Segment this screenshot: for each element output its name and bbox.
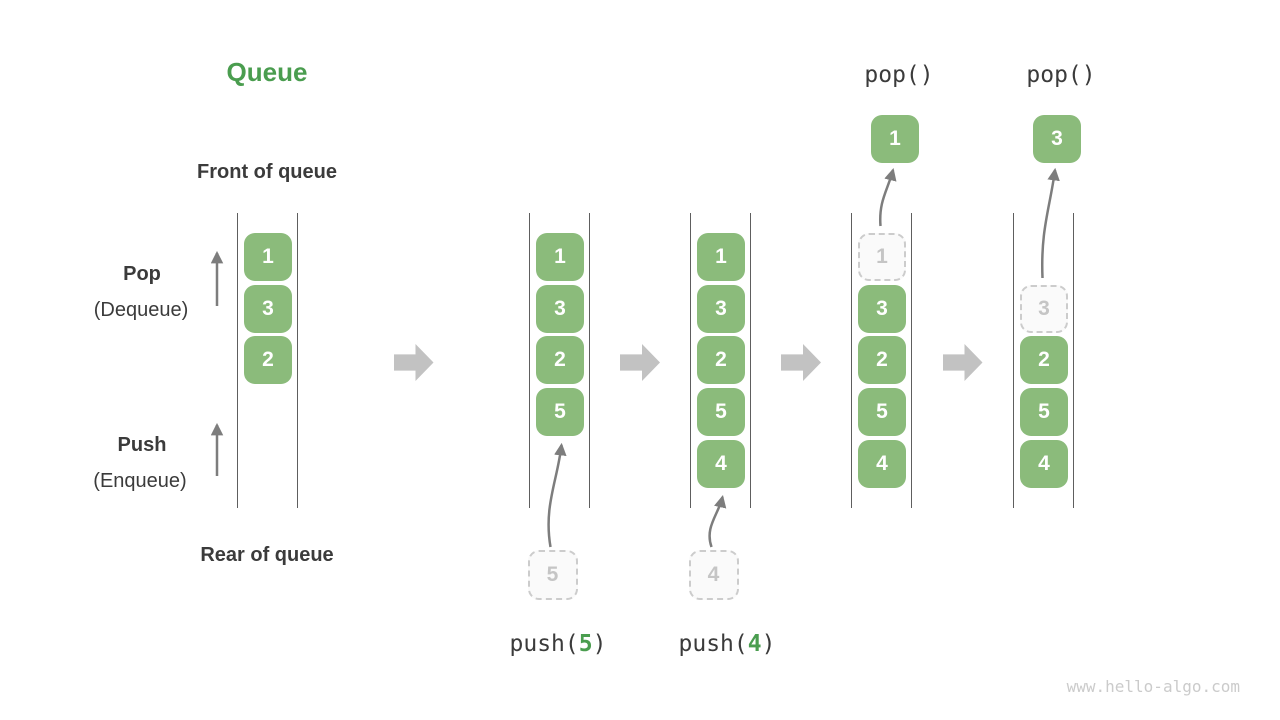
queue-item-1: 1	[536, 233, 584, 281]
push-call-text: push(	[509, 631, 579, 657]
dequeue-label: (Dequeue)	[93, 299, 189, 321]
transition-arrow-icon	[781, 344, 821, 381]
transition-arrow-icon	[942, 344, 983, 381]
queue-item-2: 2	[858, 336, 906, 384]
queue-column-initial	[237, 213, 298, 508]
push-label: Push	[117, 434, 167, 456]
transition-arrow-icon	[393, 344, 434, 381]
queue-item-1: 1	[244, 233, 292, 281]
queue-item-5: 5	[1020, 388, 1068, 436]
queue-item-3: 3	[858, 285, 906, 333]
queue-column-pop-3	[1013, 213, 1074, 508]
pop-operation-label: pop()	[864, 62, 934, 88]
pop-operation-label: pop()	[1026, 62, 1096, 88]
queue-column-after-push-5	[529, 213, 590, 508]
queue-column-after-push-4	[690, 213, 751, 508]
popped-item-1: 1	[871, 115, 919, 163]
queue-item-3: 3	[536, 285, 584, 333]
push-argument: 5	[578, 631, 593, 657]
incoming-item-ghost-4: 4	[688, 550, 739, 600]
push-argument: 4	[747, 631, 762, 657]
pop-label: Pop	[123, 263, 161, 285]
queue-item-2: 2	[244, 336, 292, 384]
queue-item-5: 5	[697, 388, 745, 436]
enqueue-label: (Enqueue)	[93, 470, 187, 492]
push-operation-label: push(4)	[679, 631, 776, 657]
queue-item-2: 2	[697, 336, 745, 384]
transition-arrow-icon	[620, 344, 660, 381]
queue-item-1: 1	[697, 233, 745, 281]
watermark: www.hello-algo.com	[1066, 677, 1240, 696]
popped-item-3: 3	[1033, 115, 1081, 163]
queue-item-ghost-1: 1	[858, 233, 906, 281]
push-call-close: )	[592, 631, 607, 657]
queue-item-4: 4	[697, 440, 745, 488]
push-call-close: )	[761, 631, 776, 657]
queue-item-3: 3	[697, 285, 745, 333]
diagram-title: Queue	[226, 57, 308, 87]
queue-item-ghost-3: 3	[1020, 285, 1068, 333]
queue-item-3: 3	[244, 285, 292, 333]
queue-item-4: 4	[1020, 440, 1068, 488]
queue-item-2: 2	[536, 336, 584, 384]
rear-of-queue-label: Rear of queue	[200, 544, 334, 566]
queue-item-5: 5	[536, 388, 584, 436]
queue-item-2: 2	[1020, 336, 1068, 384]
front-of-queue-label: Front of queue	[197, 161, 337, 183]
queue-item-5: 5	[858, 388, 906, 436]
queue-item-4: 4	[858, 440, 906, 488]
queue-column-pop-1	[851, 213, 912, 508]
push-call-text: push(	[678, 631, 748, 657]
incoming-item-ghost-5: 5	[527, 550, 578, 600]
push-operation-label: push(5)	[510, 631, 607, 657]
